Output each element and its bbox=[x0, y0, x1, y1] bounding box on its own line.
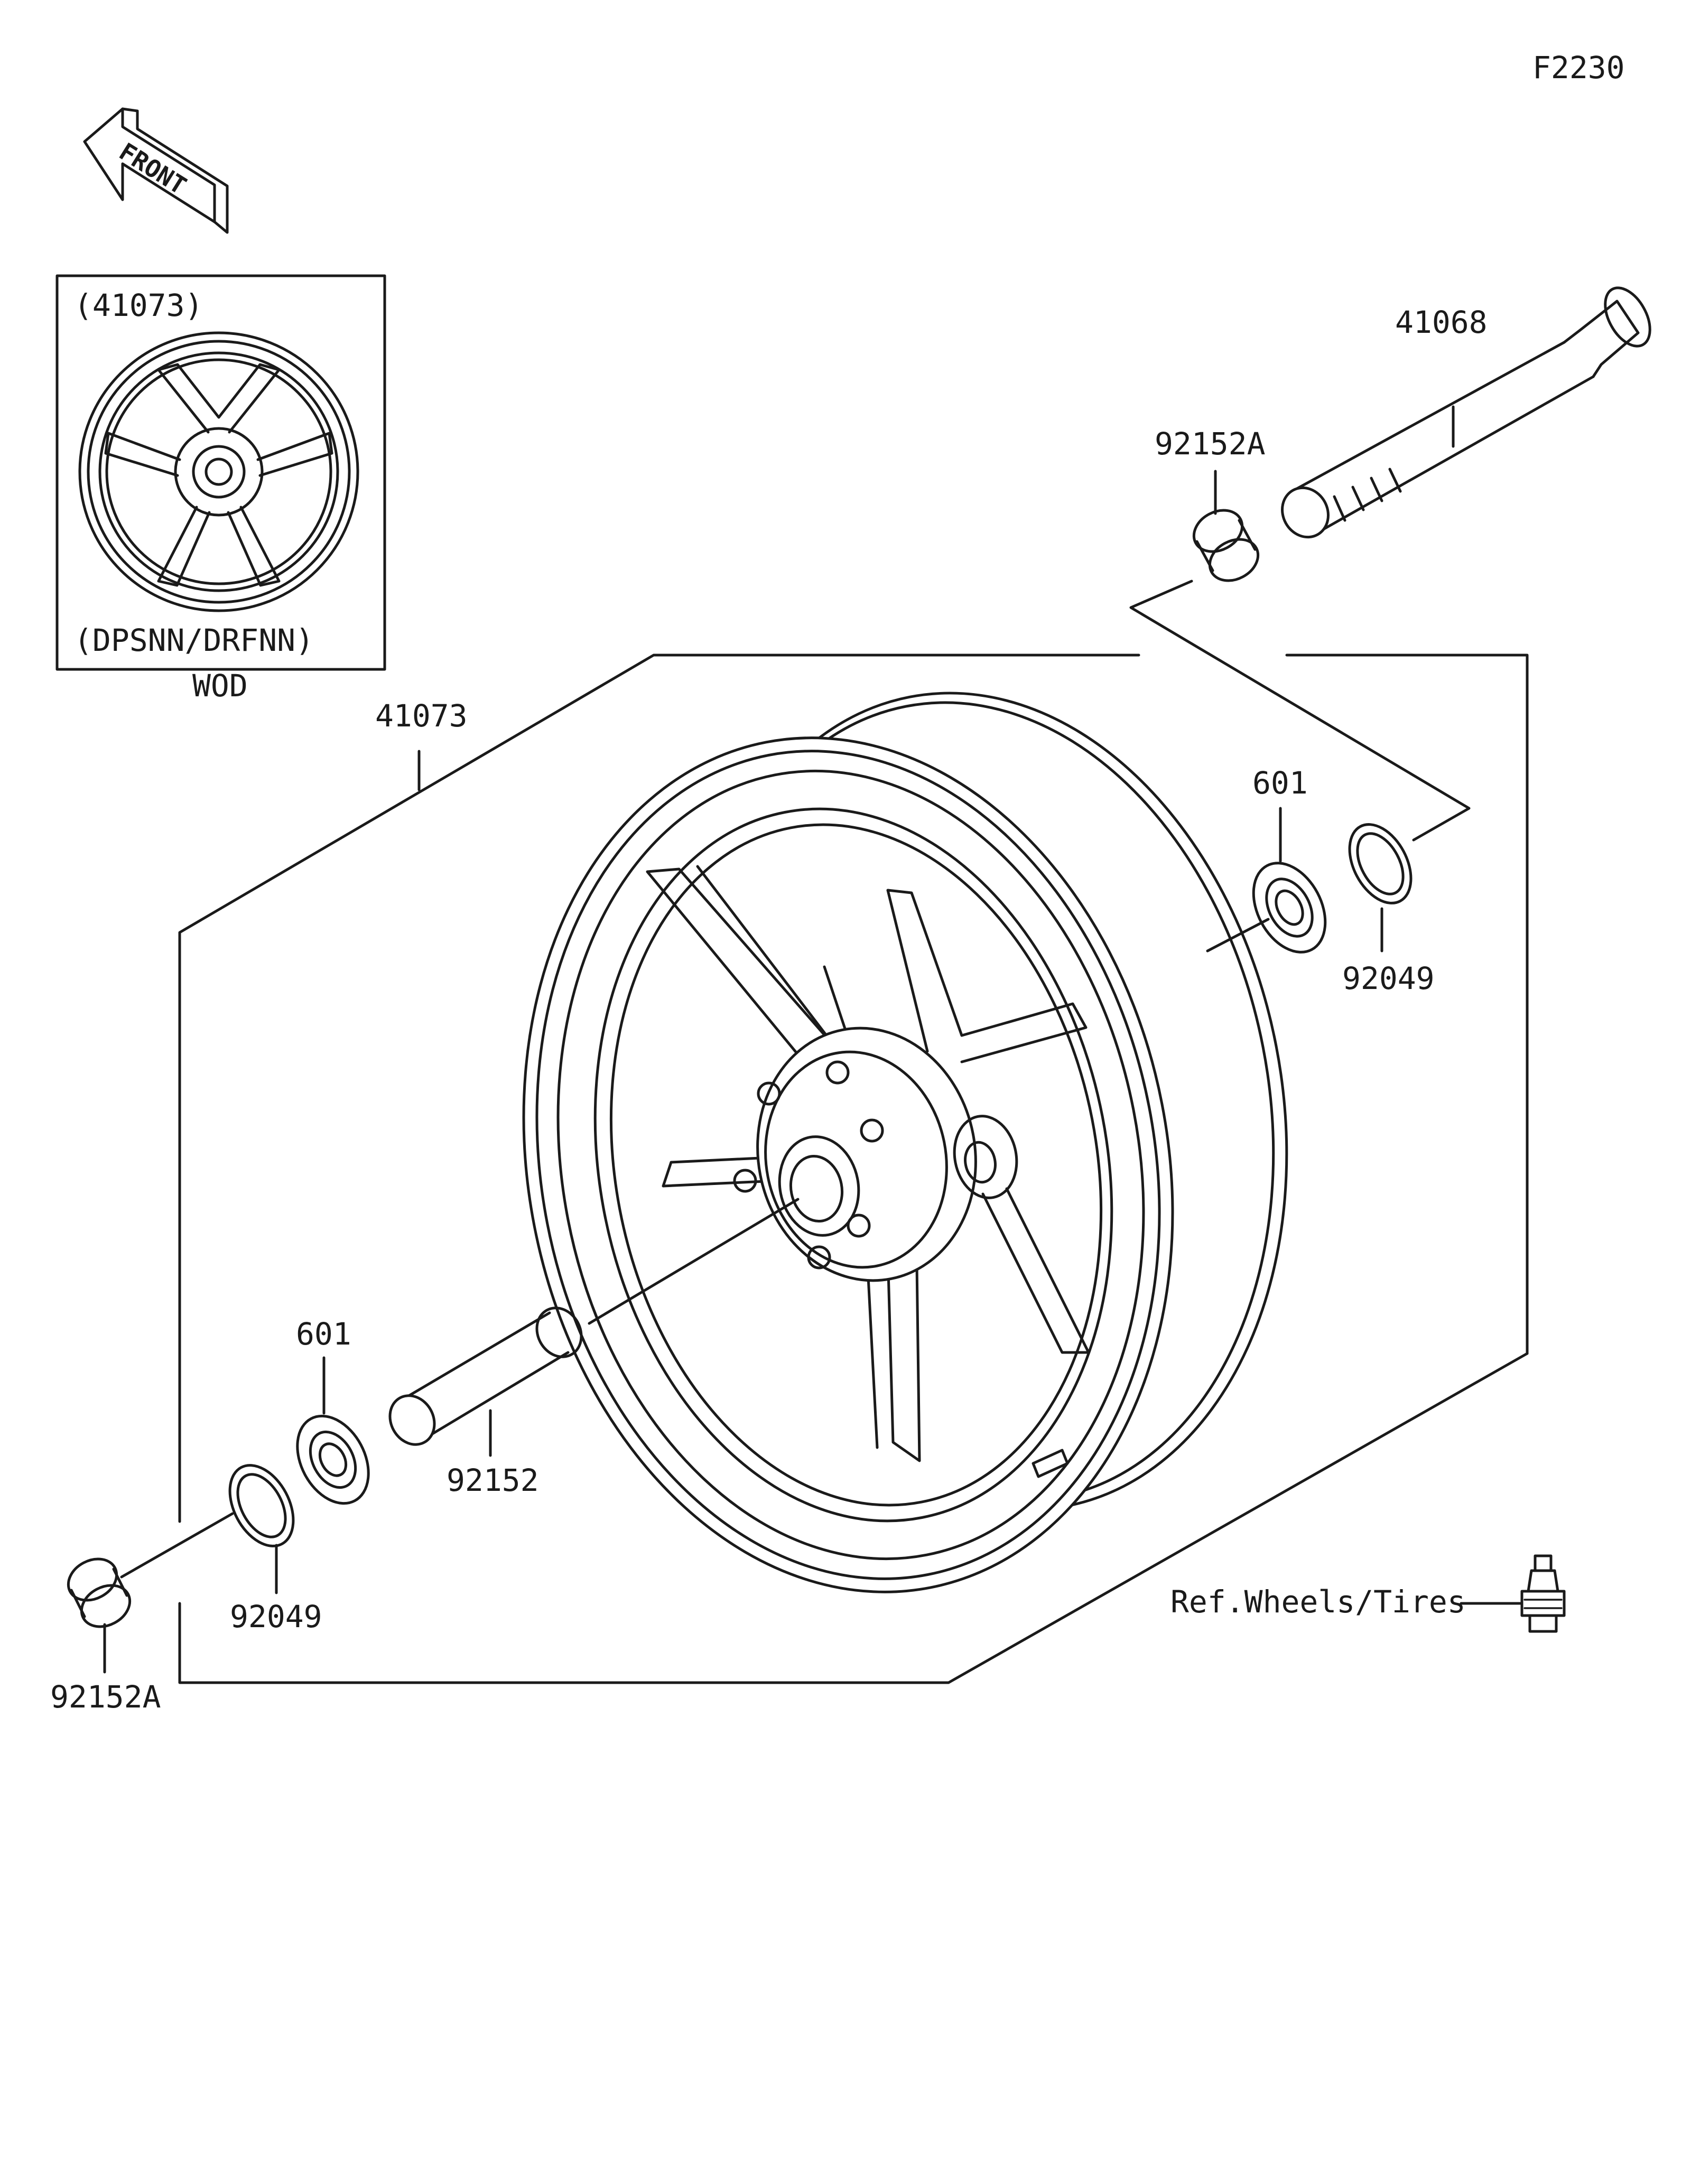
callout-41068: 41068 bbox=[1395, 304, 1488, 340]
front-wheel-icon bbox=[522, 692, 1288, 1593]
inset-wheel-icon bbox=[78, 331, 359, 612]
callout-92152: 92152 bbox=[447, 1462, 539, 1498]
front-direction-arrow-icon: FRONT bbox=[83, 107, 229, 234]
inset-variant-codes: (DPSNN/DRFNN) bbox=[74, 622, 314, 658]
callout-601-left: 601 bbox=[296, 1316, 351, 1352]
bearing-left-icon bbox=[296, 1414, 370, 1505]
callout-41073: 41073 bbox=[375, 698, 468, 734]
callout-92152A-upper: 92152A bbox=[1155, 426, 1266, 462]
valve-stem-icon bbox=[1520, 1554, 1566, 1633]
callout-92152A-lower: 92152A bbox=[50, 1679, 161, 1715]
bearing-right-icon bbox=[1252, 862, 1327, 954]
collar-lower-icon bbox=[67, 1557, 132, 1628]
inset-variant-box: (41073) (DPSNN/DRFNN) bbox=[55, 274, 386, 671]
reference-wheels-tires: Ref.Wheels/Tires bbox=[1170, 1584, 1466, 1620]
callout-92049-left: 92049 bbox=[230, 1599, 322, 1635]
inset-part-number: (41073) bbox=[74, 287, 203, 323]
callout-601-right: 601 bbox=[1252, 765, 1308, 801]
axle-icon bbox=[1281, 286, 1651, 539]
seal-left-icon bbox=[228, 1464, 295, 1547]
callout-92049-right: 92049 bbox=[1342, 960, 1435, 996]
collar-upper-icon bbox=[1192, 509, 1260, 582]
seal-right-icon bbox=[1348, 823, 1413, 904]
wheel-assembly-bracket bbox=[178, 654, 1529, 1684]
inset-region-label: WOD bbox=[192, 668, 248, 704]
spacer-icon bbox=[388, 1306, 583, 1446]
figure-code: F2230 bbox=[1532, 50, 1625, 86]
